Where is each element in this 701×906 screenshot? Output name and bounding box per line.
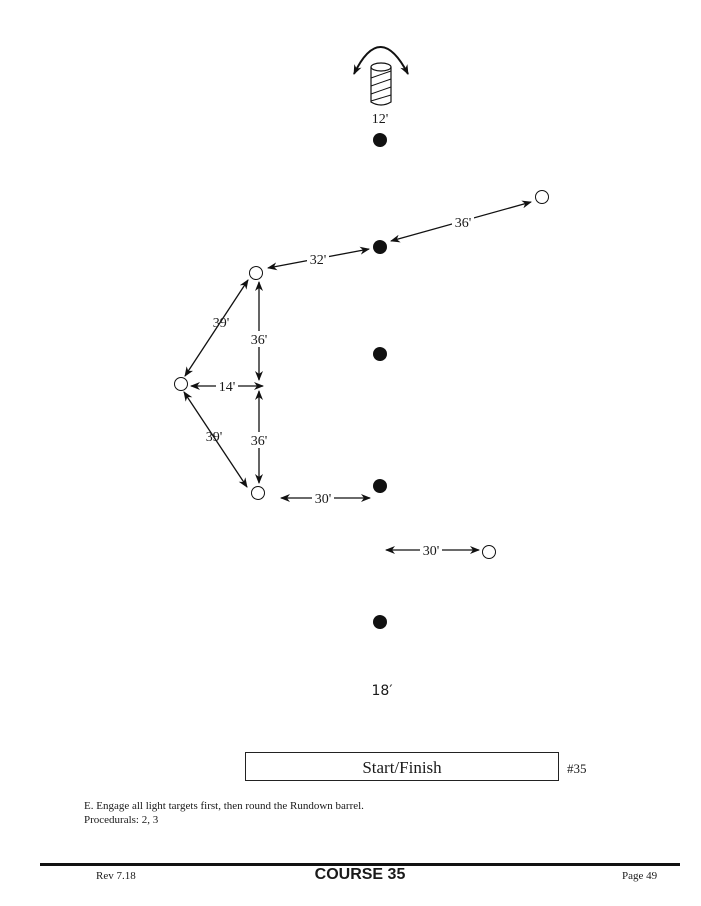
dark-target (373, 133, 387, 147)
rundown-barrel-icon (353, 46, 409, 106)
distance-label: 18′ (372, 683, 393, 699)
procedurals: Procedurals: 2, 3 (84, 814, 159, 826)
distance-label: 30' (423, 544, 440, 559)
distance-arrow (184, 279, 249, 377)
dark-target (373, 615, 387, 629)
course-title: COURSE 35 (314, 866, 406, 883)
distance-label: 36' (251, 434, 268, 449)
distance-arrow (183, 391, 248, 488)
course-instruction: E. Engage all light targets first, then … (84, 800, 364, 812)
revision-label: Rev 7.18 (96, 870, 136, 882)
light-target (249, 266, 263, 280)
light-target (174, 377, 188, 391)
page-number: Page 49 (622, 870, 658, 882)
distance-label: 36' (455, 216, 472, 231)
dark-target (373, 240, 387, 254)
distance-label: 39' (213, 316, 230, 331)
barrel-distance-label: 12' (372, 112, 389, 127)
light-target (535, 190, 549, 204)
light-target (482, 545, 496, 559)
light-target (251, 486, 265, 500)
dark-target (373, 347, 387, 361)
distance-label: 30' (315, 492, 332, 507)
distance-label: 32' (310, 253, 327, 268)
start-finish-box: Start/Finish (245, 752, 559, 781)
distance-label: 39' (206, 430, 223, 445)
distance-label: 14' (219, 380, 236, 395)
distance-label: 36' (251, 333, 268, 348)
course-number: #35 (567, 761, 587, 776)
footer-divider (40, 863, 680, 866)
dark-target (373, 479, 387, 493)
